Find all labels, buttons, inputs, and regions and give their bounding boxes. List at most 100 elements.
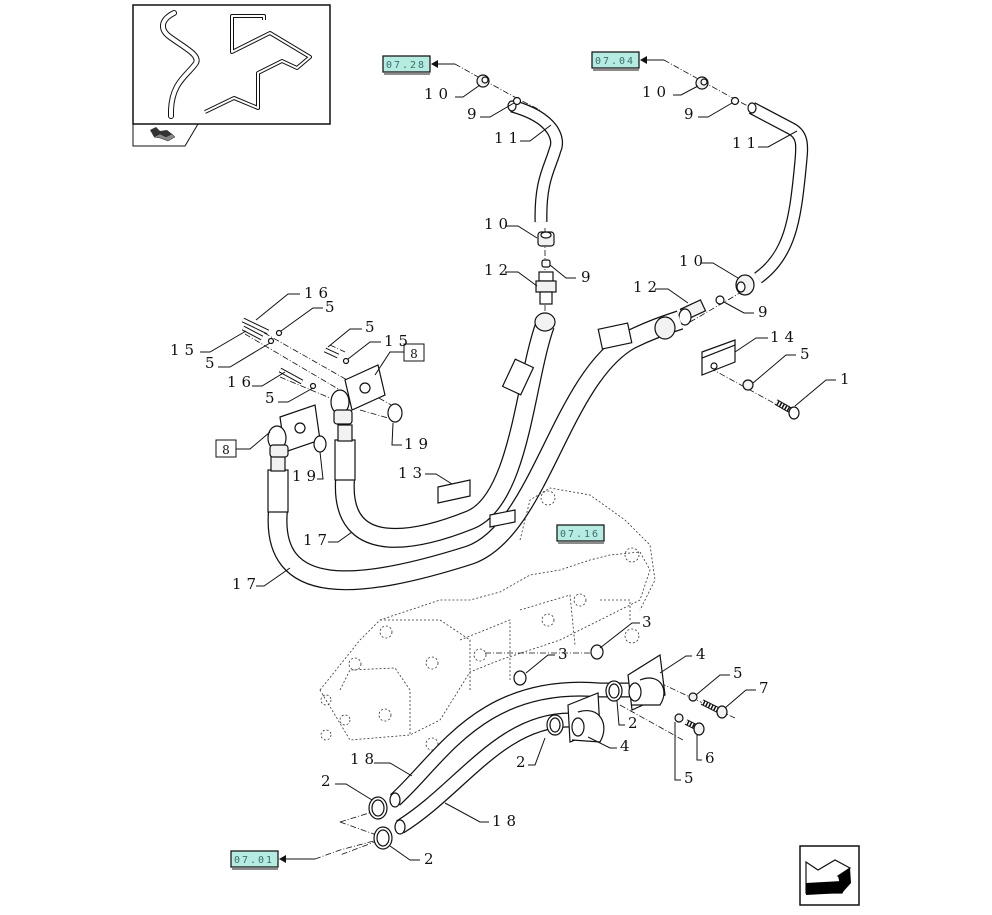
callout-label: 2 xyxy=(628,714,643,732)
hose-clamp-2[interactable] xyxy=(546,714,564,736)
callout-label: 3 xyxy=(642,613,657,631)
bracket-13[interactable] xyxy=(437,479,516,528)
callout-label: 2 xyxy=(424,850,439,868)
previous-page-button[interactable] xyxy=(799,845,860,906)
callout-label: 1 xyxy=(840,370,855,388)
callout-label: 19 xyxy=(292,467,321,485)
ref-box-07-16[interactable]: 07.16 xyxy=(556,524,605,544)
hose-end-fitting xyxy=(267,312,676,513)
ref-box-07-04[interactable]: 07.04 xyxy=(591,51,664,71)
washer-5[interactable] xyxy=(275,329,283,337)
callout-label: 10 xyxy=(679,252,708,270)
previous-page-arrow-icon xyxy=(805,859,852,895)
callout-label: 9 xyxy=(467,105,482,123)
callout-label: 11 xyxy=(732,134,761,152)
callout-label: 2 xyxy=(516,753,531,771)
hose-11-right[interactable] xyxy=(747,102,809,284)
callout-label: 6 xyxy=(705,749,720,767)
ferrule-9[interactable] xyxy=(541,259,551,268)
callout-label: 5 xyxy=(800,345,815,363)
callouts: 10 9 11 10 9 11 10 12 9 10 12 9 14 5 1 1… xyxy=(170,83,855,868)
bolt-16[interactable] xyxy=(278,367,304,385)
ref-box-07-01[interactable]: 07.01 xyxy=(230,850,315,870)
callout-label: 13 xyxy=(398,464,427,482)
screw-7[interactable] xyxy=(700,699,728,719)
hose-17-inner[interactable] xyxy=(334,321,555,548)
callout-label: 17 xyxy=(303,531,332,549)
washer-5[interactable] xyxy=(674,713,684,723)
o-ring-3[interactable] xyxy=(590,644,604,660)
hose-clamp-2[interactable] xyxy=(373,826,393,850)
ferrule-9[interactable] xyxy=(715,295,725,305)
callout-label: 16 xyxy=(227,373,256,391)
callout-label: 17 xyxy=(232,575,261,593)
callout-label: 18 xyxy=(350,750,379,768)
washer-5[interactable] xyxy=(309,382,317,390)
callout-label: 12 xyxy=(484,261,513,279)
adapter-12[interactable] xyxy=(535,271,557,305)
nut-10[interactable] xyxy=(735,274,755,296)
flange-4-lower[interactable] xyxy=(567,692,605,743)
callout-label: 5 xyxy=(684,769,699,787)
callout-label: 10 xyxy=(424,85,453,103)
flange-4-upper[interactable] xyxy=(627,653,666,711)
hose-clamp-2[interactable] xyxy=(368,796,388,820)
callout-label: 19 xyxy=(404,435,433,453)
ferrule-9[interactable] xyxy=(512,96,522,106)
washer-5[interactable] xyxy=(267,337,275,345)
callout-label: 9 xyxy=(581,268,596,286)
nut-10[interactable] xyxy=(476,74,490,88)
callout-label: 3 xyxy=(558,645,573,663)
nut-10[interactable] xyxy=(695,76,709,90)
flange-8-upper[interactable] xyxy=(330,364,386,425)
callout-label: 9 xyxy=(684,105,699,123)
screw-6[interactable] xyxy=(684,719,705,736)
kit-icon xyxy=(150,127,176,142)
callout-label: 8 xyxy=(410,347,418,361)
callout-label: 5 xyxy=(265,389,280,407)
thumbnail-panel[interactable] xyxy=(132,4,331,147)
callout-label: 18 xyxy=(492,812,521,830)
boxed-label-8-lower: 8 xyxy=(215,431,271,458)
hose-18-lower[interactable] xyxy=(394,712,571,835)
nut-10[interactable] xyxy=(537,231,555,247)
callout-label: 5 xyxy=(733,664,748,682)
o-ring-3[interactable] xyxy=(513,670,527,686)
ref-label: 07.04 xyxy=(595,56,635,67)
ref-box-07-28[interactable]: 07.28 xyxy=(382,55,455,75)
callout-label: 4 xyxy=(696,645,711,663)
callout-label: 5 xyxy=(365,318,380,336)
callout-label: 15 xyxy=(170,341,199,359)
o-ring-19[interactable] xyxy=(387,403,403,423)
callout-label: 12 xyxy=(633,278,662,296)
ref-label: 07.16 xyxy=(560,529,600,540)
callout-label: 2 xyxy=(321,772,336,790)
adapter-12[interactable] xyxy=(678,299,707,326)
o-ring-19[interactable] xyxy=(313,435,327,453)
callout-label: 16 xyxy=(304,284,333,302)
washer-5[interactable] xyxy=(742,379,754,391)
hose-clamp-2[interactable] xyxy=(605,680,623,702)
flange-8-lower[interactable] xyxy=(267,404,321,458)
washer-5[interactable] xyxy=(342,357,350,365)
ref-label: 07.28 xyxy=(386,60,426,71)
hose-11-left[interactable] xyxy=(507,99,564,223)
bolt-1[interactable] xyxy=(774,399,800,420)
hydraulic-pump-ghost xyxy=(319,487,656,751)
callout-label: 5 xyxy=(205,354,220,372)
washer-5[interactable] xyxy=(688,692,698,702)
callout-label: 9 xyxy=(758,303,773,321)
bolt-16[interactable] xyxy=(241,317,270,335)
callout-label: 14 xyxy=(770,328,799,346)
callout-label: 10 xyxy=(484,215,513,233)
ferrule-9[interactable] xyxy=(730,96,740,106)
callout-label: 8 xyxy=(222,443,230,457)
callout-label: 10 xyxy=(642,83,671,101)
thumbnail-hose-left xyxy=(160,10,200,119)
bolt-15[interactable] xyxy=(323,347,340,359)
bolt-15[interactable] xyxy=(241,325,264,341)
callout-label: 5 xyxy=(325,298,340,316)
clamp-plate-14[interactable] xyxy=(701,339,736,376)
thumbnail-hose-right xyxy=(204,14,312,114)
